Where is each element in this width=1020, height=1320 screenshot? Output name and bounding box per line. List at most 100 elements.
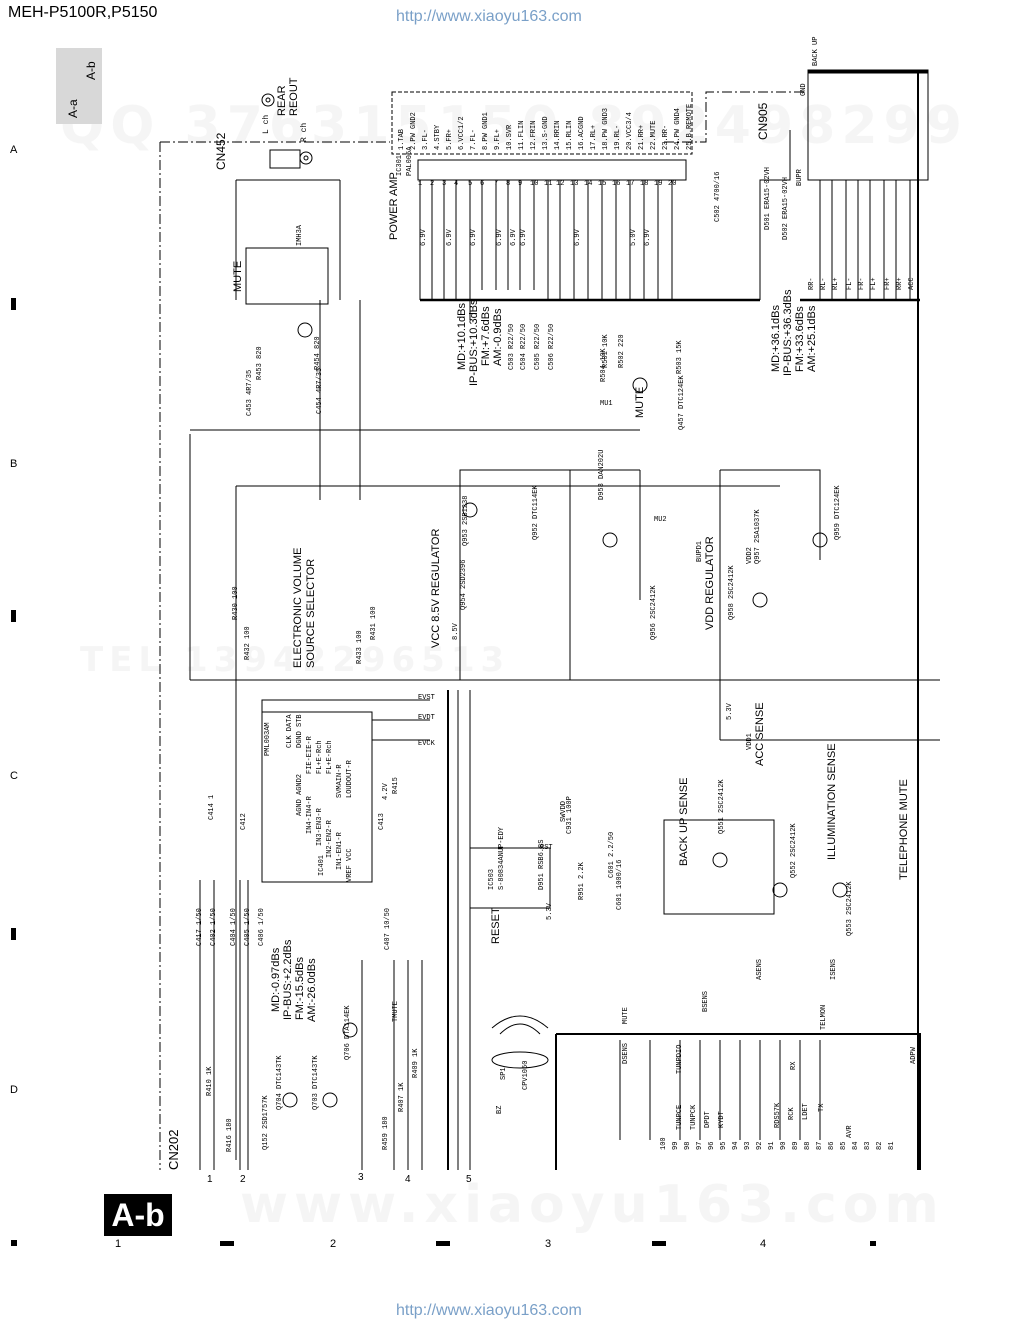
part-label: C417 1/50	[196, 908, 204, 946]
level-bottom-am: AM:-26.0dBs	[306, 958, 318, 1022]
block-vcc-regulator: VCC 8.5V REGULATOR	[430, 528, 442, 648]
voltage-label: 6.9V	[420, 229, 428, 246]
part-label: D502 ERA15-02VH	[782, 176, 790, 240]
part-label: R407 1K	[398, 1082, 406, 1112]
part-label: C503 R22/50	[508, 323, 516, 370]
block-electronic-volume: ELECTRONIC VOLUME SOURCE SELECTOR	[292, 547, 317, 668]
pin-number: 15	[598, 180, 607, 188]
block-reset: RESET	[490, 907, 502, 944]
signal-label: SWVDD	[560, 800, 568, 822]
col-number-1: 1	[115, 1238, 122, 1250]
ic401-pin-label: CLK DATA	[286, 714, 294, 748]
micro-pin-number: 82	[876, 1141, 884, 1150]
cn905-pin-label: RL-	[820, 277, 828, 290]
part-label: R409 1K	[412, 1048, 420, 1078]
part-label: Q958 2SC2412K	[728, 565, 736, 620]
signal-label: EVST	[418, 694, 435, 702]
part-label: C406 1/50	[258, 908, 266, 946]
pin-number: 12	[556, 180, 565, 188]
level-right-md: MD:+36.1dBs	[770, 305, 782, 372]
ic301-pin-label: 12.FRIN	[530, 120, 538, 150]
part-label: C412	[240, 813, 248, 830]
part-label: Q952 DTC114EK	[532, 485, 540, 540]
ic301-pin-label: 18.PW GND3	[602, 107, 610, 150]
col-marker	[870, 1241, 876, 1246]
ic301-pin-label: 8.PW GND1	[482, 112, 490, 150]
part-label: C453 4R7/35	[246, 369, 254, 416]
col-number-3: 3	[545, 1238, 552, 1250]
bottom-url-link[interactable]: http://www.xiaoyu163.com	[396, 1302, 582, 1319]
ic301-pin-label: 19.RL-	[614, 124, 622, 150]
watermark-site: www.xiaoyu163.com	[240, 1175, 945, 1235]
rch-label: R ch	[300, 122, 309, 142]
level-bottom-fm: FM:-15.5dBs	[294, 957, 306, 1020]
ic401-pin-label: IN2-EN2-R	[326, 820, 334, 858]
lch-label: L ch	[262, 114, 271, 134]
ic301-pin-label: 15.RLIN	[566, 120, 574, 150]
row-marker	[11, 610, 16, 622]
signal-label: DSENS	[622, 1042, 630, 1064]
ic301-pin-label: 10.SVR	[506, 124, 514, 150]
ic401-part-label: PML003AM	[264, 722, 272, 756]
part-label: R454 820	[314, 336, 322, 370]
sp1-label: SP1	[500, 1067, 508, 1080]
cn905-pin-label: GND	[800, 83, 808, 96]
micro-pin-number: 99	[672, 1141, 680, 1150]
voltage-label: 6.9V	[446, 229, 454, 246]
pin-number: 17	[626, 180, 635, 188]
pin-number: 18	[640, 180, 649, 188]
micro-pin-number: 90	[780, 1141, 788, 1150]
part-label: Q956 2SC2412K	[650, 585, 658, 640]
level-right-fm: FM:+33.6dBs	[794, 306, 806, 372]
part-label: R951 2.2K	[578, 862, 586, 900]
voltage-label: 4.2V	[382, 783, 390, 800]
part-label: Q954 2SD2396	[460, 559, 468, 610]
level-bottom-ipbus: IP-BUS:+2.2dBs	[282, 939, 294, 1020]
ic301-pin-label: 2.PW GND2	[410, 112, 418, 150]
ic301-pin-label: 5.FR+	[446, 128, 454, 150]
row-letter-d: D	[10, 1084, 18, 1096]
part-label: R430 100	[232, 586, 240, 620]
q452-part-label: IMH3A	[296, 224, 304, 246]
part-label: C502 4700/16	[714, 171, 722, 222]
ic301-label: IC301	[396, 154, 404, 176]
level-right-ipbus: IP-BUS:+36.3dBs	[782, 289, 794, 376]
ic401-pin-label: DGND STB	[296, 714, 304, 748]
micro-pin-number: 98	[684, 1141, 692, 1150]
part-label: R415	[392, 777, 400, 794]
signal-label: EVCK	[418, 740, 435, 748]
part-label: Q704 DTC143TK	[276, 1055, 284, 1110]
part-label: C454 4R7/35	[316, 367, 324, 414]
ic301-pin-label: 3.FL-	[422, 128, 430, 150]
ic401-pin-label: FIE-EIE-R	[306, 736, 314, 774]
micro-pin-number: 93	[744, 1141, 752, 1150]
rear-reout-label: REAR REOUT	[276, 77, 300, 117]
voltage-label: 6.9V	[520, 229, 528, 246]
part-label: D953 DAN202U	[598, 449, 606, 500]
top-url-link[interactable]: http://www.xiaoyu163.com	[396, 8, 582, 25]
micro-pin-number: 87	[816, 1141, 824, 1150]
voltage-label: 6.9V	[574, 229, 582, 246]
signal-label: RX	[790, 1061, 798, 1070]
cn905-pin-label: BACK UP	[812, 36, 820, 66]
ic301-pin-label: 21.RR+	[638, 124, 646, 150]
connector-cn905: CN905	[756, 102, 770, 140]
pin-number: 11	[544, 180, 553, 188]
signal-label: ADPW	[910, 1047, 918, 1064]
ic301-pin-label: 25.B.REMOTE	[686, 103, 694, 150]
block-vdd-regulator: VDD REGULATOR	[704, 536, 716, 630]
pin-number: 4	[454, 180, 459, 188]
cn905-pin-label: FR+	[884, 277, 892, 290]
model-title: MEH-P5100R,P5150	[8, 4, 158, 21]
micro-pin-number: 81	[888, 1141, 896, 1150]
part-label: C402 1/50	[210, 908, 218, 946]
signal-label: TX	[818, 1103, 826, 1112]
pin-number: 2	[430, 180, 435, 188]
bus-number-5: 5	[466, 1174, 472, 1185]
micro-pin-number: 91	[768, 1141, 776, 1150]
ic301-pin-label: 13.S-GND	[542, 116, 550, 150]
ic401-label: IC401	[318, 854, 326, 876]
part-label: R504 10K	[600, 348, 608, 382]
watermark-qq: QQ 376315150 892498299	[60, 96, 968, 156]
